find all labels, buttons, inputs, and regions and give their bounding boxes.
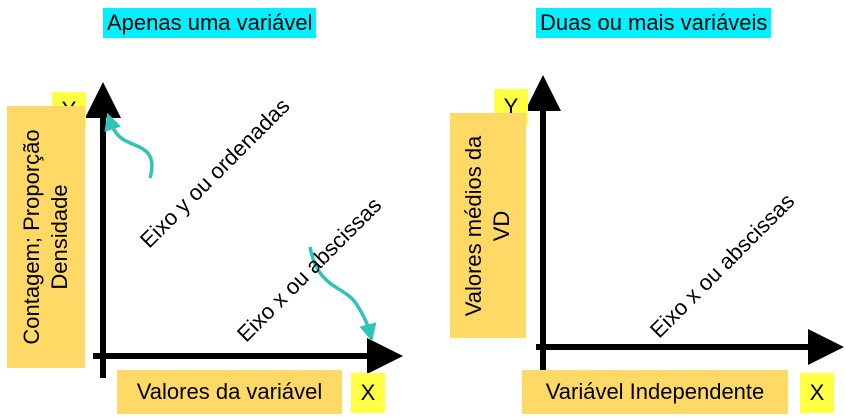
left-x-label: Valores da variável — [117, 370, 342, 414]
right-x-letter: X — [800, 373, 834, 413]
right-x-label: Variável Independente — [522, 370, 788, 414]
right-title: Duas ou mais variáveis — [536, 8, 772, 38]
right-y-label-box: Valores médios da VD — [450, 113, 526, 338]
left-y-label-line1: Contagem; Proporção — [19, 129, 44, 345]
x-axis-pointer-arrow — [308, 246, 377, 342]
left-y-label-line2: Densidade — [47, 184, 72, 290]
right-y-label-line1: Valores médios da — [461, 135, 486, 316]
left-y-label: Contagem; Proporção Densidade — [18, 129, 74, 344]
y-axis-pointer-arrow — [104, 112, 154, 179]
left-title: Apenas uma variável — [103, 8, 317, 38]
left-x-letter: X — [351, 373, 385, 413]
left-y-label-box: Contagem; Proporção Densidade — [7, 106, 85, 368]
right-y-label-line2: VD — [489, 210, 514, 241]
right-y-label: Valores médios da VD — [460, 135, 516, 316]
